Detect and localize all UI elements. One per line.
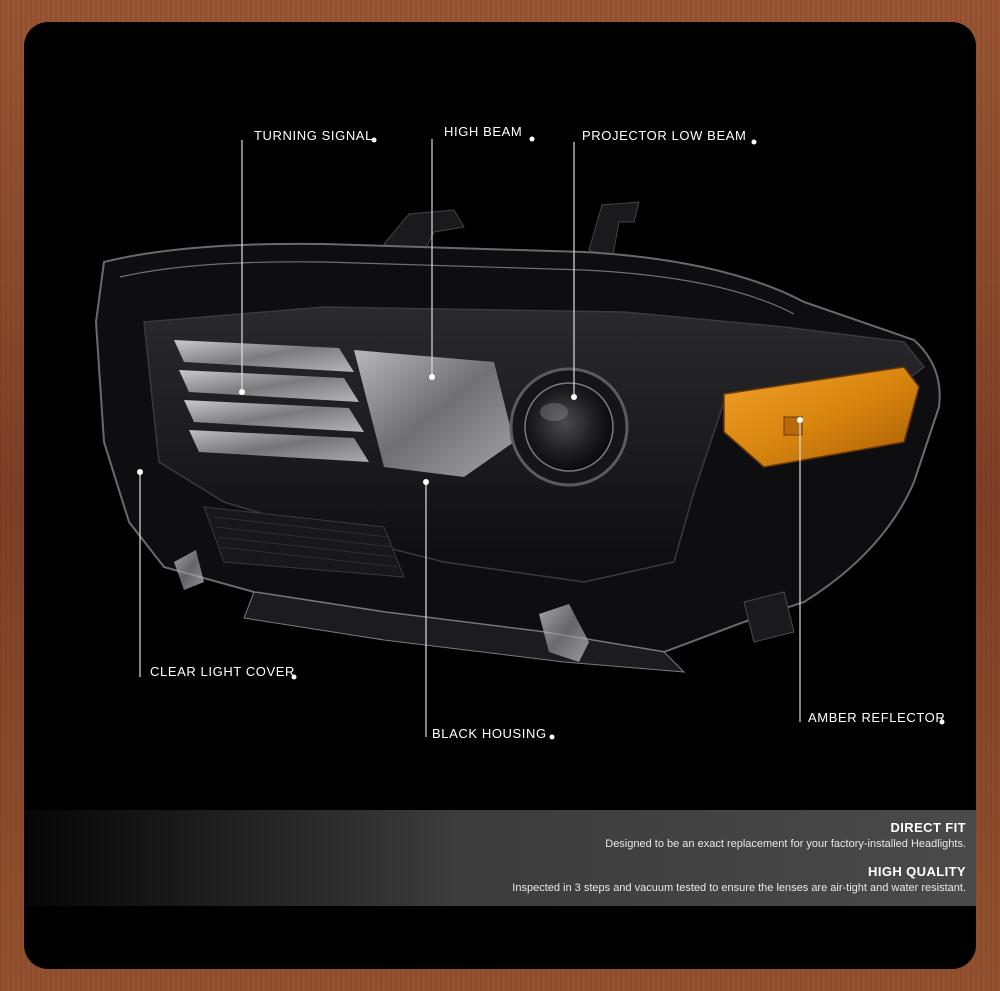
product-panel: TURNING SIGNAL HIGH BEAM PROJECTOR LOW B…	[24, 22, 976, 969]
lower-vent	[203, 506, 405, 578]
mounting-bracket	[588, 201, 640, 261]
amber-reflector	[723, 366, 920, 468]
feature-text-direct-fit: Designed to be an exact replacement for …	[605, 838, 966, 850]
callout-projector-low-beam: PROJECTOR LOW BEAM	[582, 128, 747, 143]
callout-high-beam: HIGH BEAM	[444, 124, 523, 139]
feature-title-high-quality: HIGH QUALITY	[868, 864, 966, 879]
turning-signal-fins	[174, 340, 369, 462]
callout-black-housing: BLACK HOUSING	[432, 726, 547, 741]
high-beam-reflector	[354, 350, 514, 477]
feature-text-high-quality: Inspected in 3 steps and vacuum tested t…	[512, 882, 966, 894]
callout-lines	[137, 136, 945, 740]
callout-turning-signal: TURNING SIGNAL	[254, 128, 373, 143]
mounting-tab	[539, 604, 589, 662]
mounting-tab	[743, 591, 795, 643]
feature-title-direct-fit: DIRECT FIT	[890, 820, 966, 835]
mounting-tab	[174, 550, 204, 590]
feature-info-band: DIRECT FIT Designed to be an exact repla…	[24, 810, 976, 906]
projector-lens	[524, 382, 614, 472]
callout-clear-light-cover: CLEAR LIGHT COVER	[150, 664, 296, 679]
callout-amber-reflector: AMBER REFLECTOR	[808, 710, 946, 725]
headlight-illustration	[94, 136, 945, 740]
